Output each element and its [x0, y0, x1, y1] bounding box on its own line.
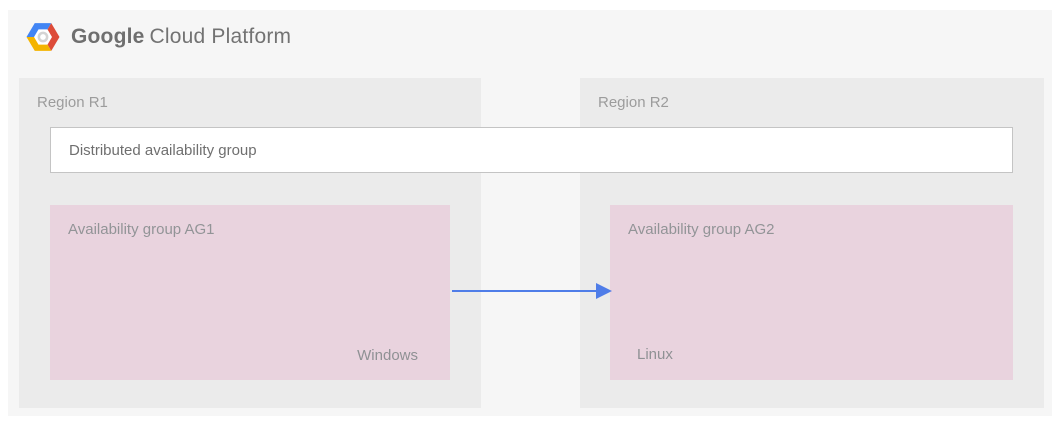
- brand-google-word: Google: [71, 25, 145, 48]
- replication-arrow-line: [452, 290, 598, 292]
- brand-cloud-platform-words: Cloud Platform: [149, 25, 292, 48]
- region-r2-label: Region R2: [598, 94, 669, 111]
- availability-group-ag1-box: Availability group AG1 Windows: [50, 205, 450, 380]
- distributed-availability-group-box: Distributed availability group: [50, 127, 1013, 173]
- region-r1-label: Region R1: [37, 94, 108, 111]
- gcp-hexagon-logo-icon: [26, 23, 60, 51]
- replication-arrow-head-icon: [596, 283, 612, 299]
- ag1-os-label-windows: Windows: [357, 347, 418, 364]
- ag2-os-label-linux: Linux: [637, 346, 673, 363]
- availability-group-ag2-box: Availability group AG2 Linux: [610, 205, 1013, 380]
- availability-group-ag2-label: Availability group AG2: [628, 221, 775, 238]
- availability-group-ag1-label: Availability group AG1: [68, 221, 215, 238]
- distributed-availability-group-label: Distributed availability group: [69, 141, 257, 159]
